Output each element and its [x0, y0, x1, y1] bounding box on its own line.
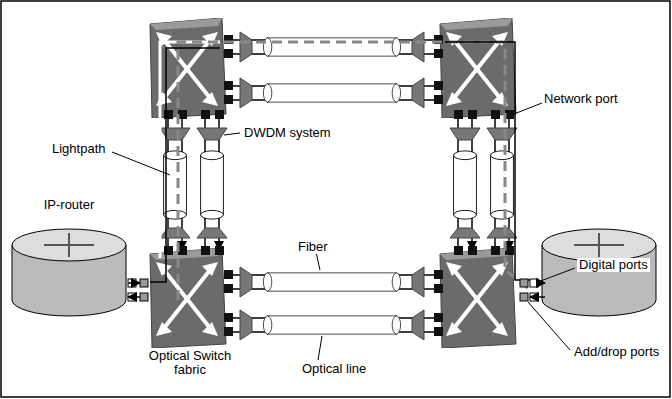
switch-label: Optical Switch fabric [140, 349, 240, 377]
callout-label: Optical line [300, 362, 368, 376]
port-connector [128, 296, 140, 298]
callout-label: Lightpath [50, 142, 108, 156]
callout-label: Fiber [296, 240, 330, 254]
callout-label: DWDM system [242, 126, 333, 140]
switch-node: Optical Switch fabric [140, 248, 240, 379]
port-connector [128, 282, 140, 284]
router-label: IP-router [10, 198, 128, 212]
callout-label: Add/drop ports [572, 345, 661, 359]
callout-label: Digital ports [577, 258, 650, 272]
callout-label: Network port [542, 92, 620, 106]
router-node: IP-router [10, 198, 128, 320]
